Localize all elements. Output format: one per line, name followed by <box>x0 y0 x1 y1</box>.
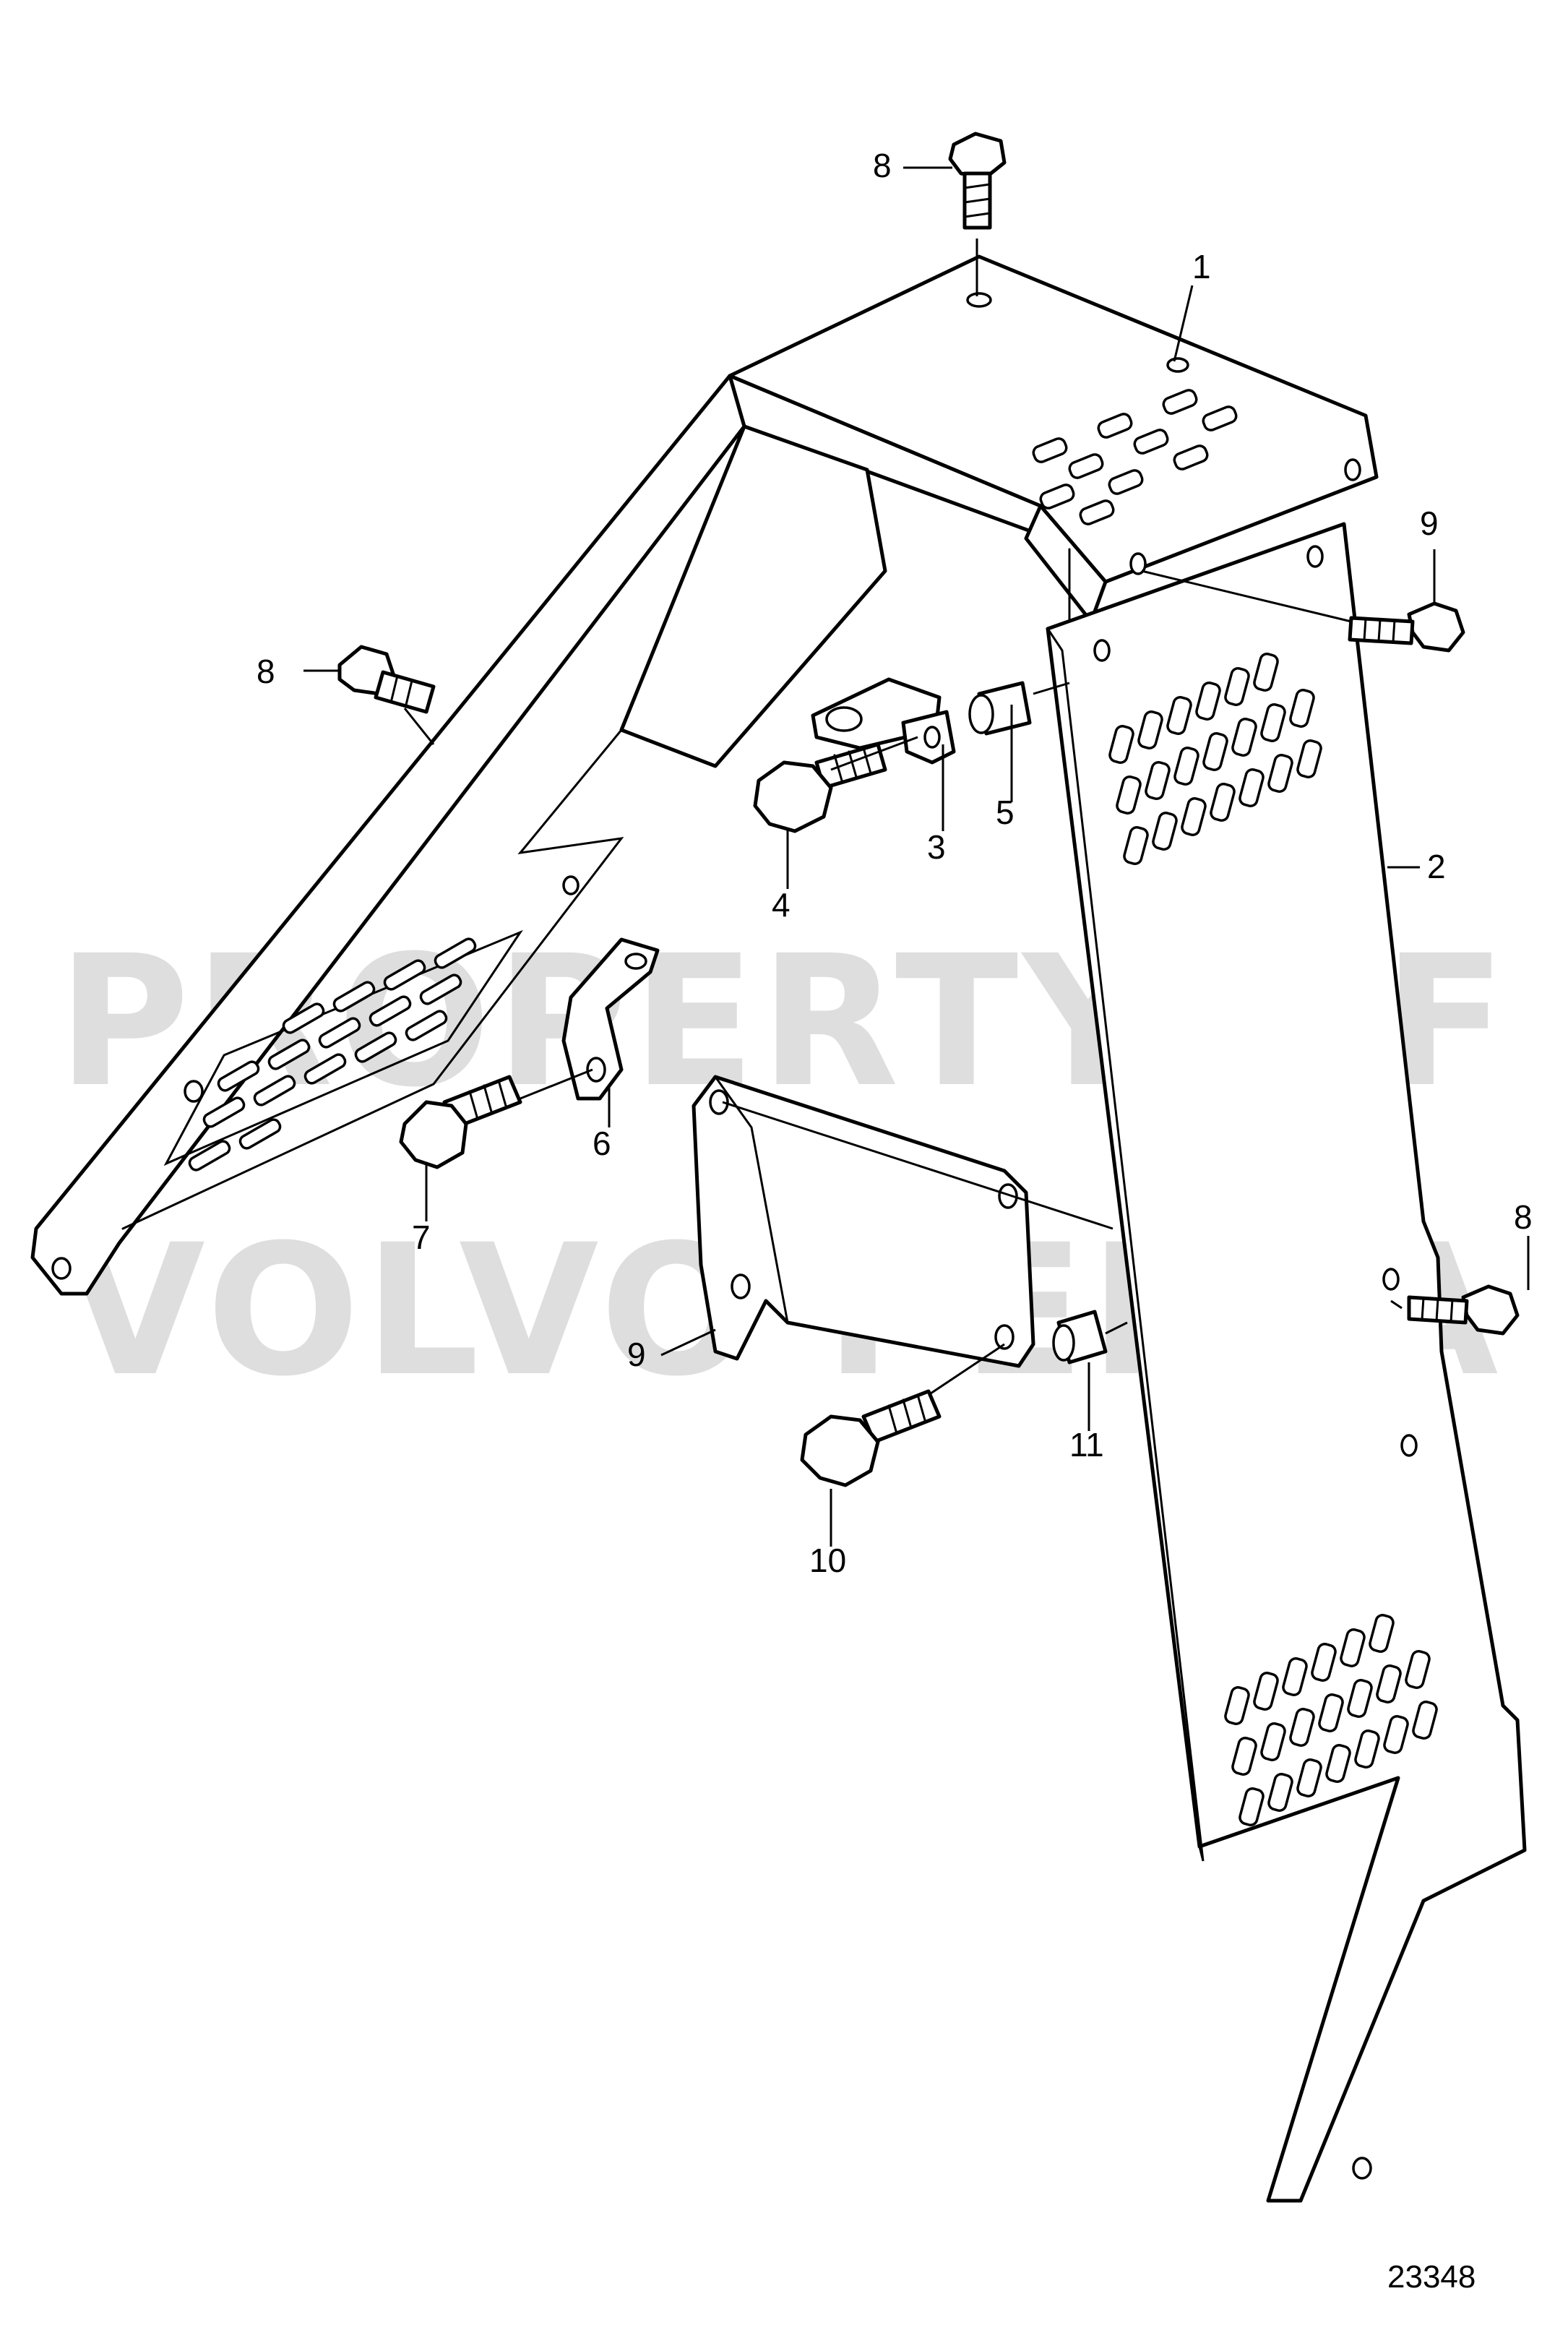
callout-7: 7 <box>412 1219 431 1256</box>
callout-11: 11 <box>1069 1426 1104 1464</box>
panel-lower-vent-slots <box>1224 1614 1438 1826</box>
top-cover-part-1 <box>30 254 1379 1296</box>
right-bolt-part-9 <box>1348 601 1465 653</box>
small-bracket-part-3 <box>811 677 956 765</box>
callout-6: 6 <box>593 1125 611 1162</box>
left-bolt-part-8 <box>337 645 436 714</box>
callout-9-left: 9 <box>627 1336 646 1373</box>
callout-labels: 1 2 3 4 5 6 7 8 8 8 9 9 10 11 <box>257 147 1533 1579</box>
leader-lines <box>303 166 1530 1547</box>
arm-vent-slots <box>163 929 523 1172</box>
callout-1: 1 <box>1192 248 1211 285</box>
top-bolt-part-8 <box>948 132 1007 230</box>
callout-4: 4 <box>772 886 791 924</box>
spacer-part-5 <box>968 681 1032 736</box>
callout-10: 10 <box>809 1542 846 1579</box>
bolt-part-10 <box>800 1389 942 1487</box>
angle-bracket-part-6 <box>561 937 660 1101</box>
callout-8-top: 8 <box>873 147 892 184</box>
spacer-part-11 <box>1052 1310 1108 1365</box>
callout-5: 5 <box>996 794 1015 831</box>
callout-8-right: 8 <box>1514 1198 1533 1236</box>
lower-bracket-part-9 <box>692 1075 1035 1368</box>
panel-bolt-hole <box>1382 1268 1400 1291</box>
callout-8-left: 8 <box>257 653 275 690</box>
callout-3: 3 <box>927 828 946 866</box>
bolt-part-7 <box>399 1075 522 1169</box>
callout-9-right: 9 <box>1420 504 1439 542</box>
right-bolt-part-8 <box>1407 1284 1520 1336</box>
top-vent-slots <box>1032 389 1238 525</box>
panel-upper-vent-slots <box>1108 653 1322 865</box>
callout-2: 2 <box>1427 848 1446 885</box>
drawing-number: 23348 <box>1387 2259 1476 2295</box>
top-bolt-hole <box>966 292 992 308</box>
side-panel-part-2 <box>1046 522 1527 2203</box>
